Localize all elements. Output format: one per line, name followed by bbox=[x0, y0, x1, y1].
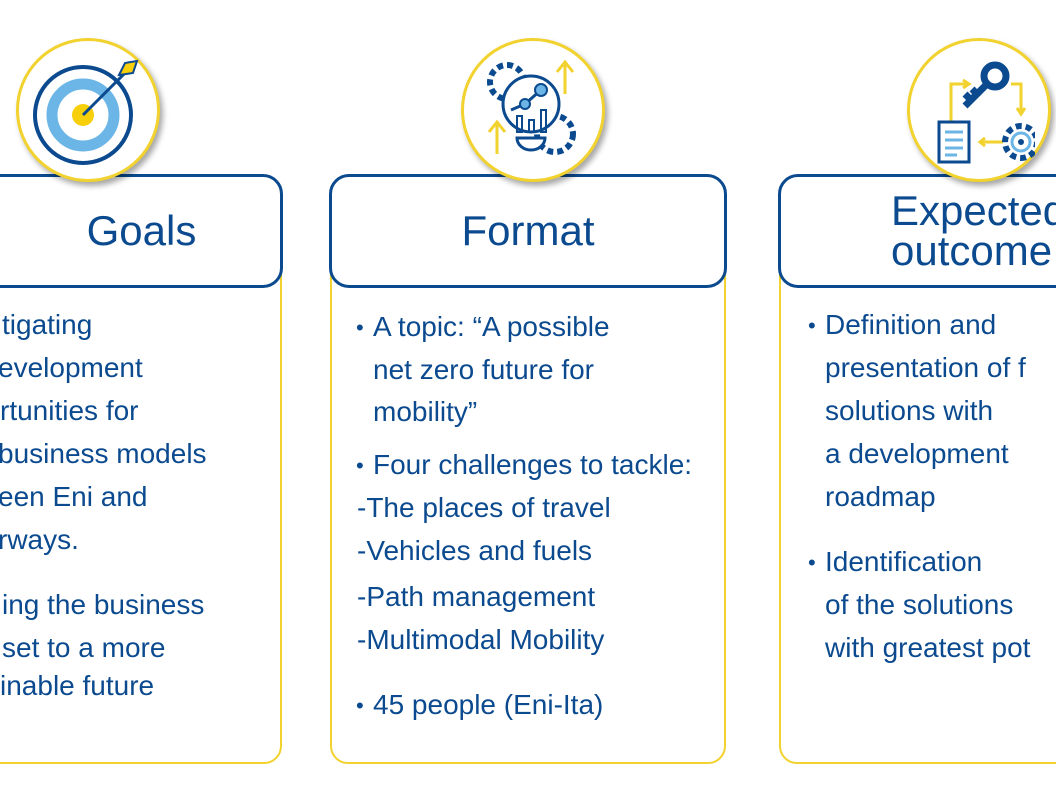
bullet: • bbox=[356, 693, 364, 718]
bullet: • bbox=[356, 453, 364, 478]
format-line: mobility” bbox=[373, 396, 478, 427]
goals-line: tigating bbox=[2, 309, 93, 340]
format-title: Format bbox=[461, 207, 595, 254]
outcome-line: Definition and bbox=[825, 309, 997, 340]
goals-line: rways. bbox=[0, 524, 79, 555]
outcome-line: of the solutions bbox=[825, 589, 1014, 620]
goals-card-header: Goals bbox=[0, 174, 283, 288]
goals-line: ing the business bbox=[2, 589, 205, 620]
outcome-line: roadmap bbox=[825, 481, 936, 512]
format-line: net zero future for bbox=[373, 354, 595, 385]
outcome-icon-badge bbox=[907, 38, 1051, 182]
format-line: -Path management bbox=[357, 581, 596, 612]
bullet: • bbox=[808, 313, 816, 338]
format-line: -Vehicles and fuels bbox=[357, 535, 593, 566]
goals-line: rtunities for bbox=[0, 395, 139, 426]
outcome-card-header: Expected outcome bbox=[778, 174, 1056, 288]
outcome-title: Expected outcome bbox=[891, 187, 1056, 274]
format-line: -The places of travel bbox=[357, 492, 611, 523]
format-line: A topic: “A possible bbox=[373, 311, 610, 342]
goals-icon-badge bbox=[16, 38, 160, 182]
bullet: • bbox=[356, 315, 364, 340]
key-process-icon bbox=[937, 61, 1035, 164]
format-line: 45 people (Eni-Ita) bbox=[373, 689, 604, 720]
goals-line: business models bbox=[0, 438, 207, 469]
target-icon bbox=[33, 59, 139, 165]
goals-line: een Eni and bbox=[0, 481, 148, 512]
format-card-header: Format bbox=[329, 174, 727, 288]
outcome-line: solutions with bbox=[825, 395, 994, 426]
outcome-line: presentation of f bbox=[825, 352, 1026, 383]
goals-line: inable future bbox=[0, 670, 155, 701]
goals-line: set to a more bbox=[2, 632, 166, 663]
outcome-title-line: outcome bbox=[891, 227, 1053, 274]
goals-title: Goals bbox=[86, 207, 197, 254]
format-line: Four challenges to tackle: bbox=[373, 449, 693, 480]
outcome-line: with greatest pot bbox=[825, 632, 1031, 663]
analytics-gears-icon bbox=[487, 59, 576, 155]
bullet: • bbox=[808, 550, 816, 575]
goals-line: evelopment bbox=[0, 352, 143, 383]
outcome-line: Identification bbox=[825, 546, 983, 577]
outcome-line: a development bbox=[825, 438, 1009, 469]
format-icon-badge bbox=[461, 38, 605, 182]
outcome-title-line: Expected bbox=[891, 187, 1056, 234]
format-line: -Multimodal Mobility bbox=[357, 624, 605, 655]
